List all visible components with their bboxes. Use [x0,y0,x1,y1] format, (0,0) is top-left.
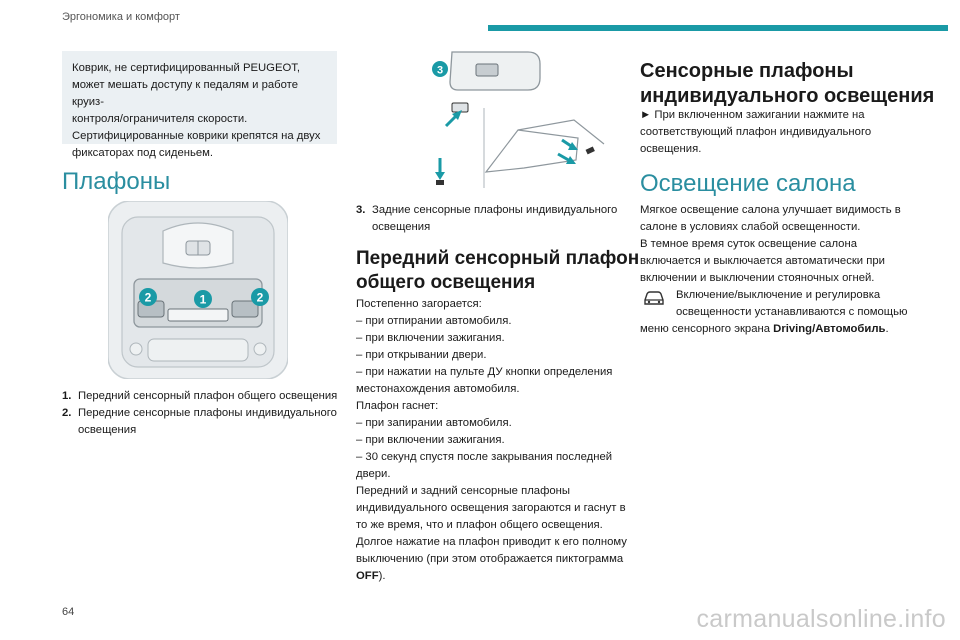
body-line: включается и выключается автоматически п… [640,255,885,267]
body-line: двери. [356,468,391,480]
section-title-line: индивидуального освещения [640,85,935,107]
body-line-last: меню сенсорного экрана Driving/Автомобил… [640,321,915,338]
body-line: то же время, что и плафон общего освещен… [356,519,603,531]
body-line: – при включении зажигания. [356,332,505,344]
section-title-line: общего освещения [356,272,536,293]
callout-number: 3 [437,65,443,77]
callout-number: 2 [257,291,264,305]
section-title-line: Сенсорные плафоны [640,60,854,82]
menu-path: Driving/Автомобиль [773,323,886,335]
front-ceiling-console-illustration: 2 1 2 [107,200,289,380]
note-line: Сертифицированные коврики крепятся на дв… [72,130,321,142]
rear-ceiling-figure: 3 [428,48,606,194]
body-line: освещения. [640,143,702,155]
running-header: Эргономика и комфорт [62,11,180,23]
caption-text: освещения [372,221,431,233]
caption-text: Передние сенсорные плафоны индивидуально… [78,407,337,419]
body-line-tail: . [885,323,889,335]
body-line-prefix: меню сенсорного экрана [640,323,774,335]
caption-number: 2. [62,407,72,419]
front-ceiling-body: Постепенно загорается: – при отпирании а… [356,296,636,585]
car-icon [644,291,664,305]
section-title-salon: Освещение салона [640,170,856,197]
body-line: – при запирании автомобиля. [356,417,512,429]
body-line: Включение/выключение и регулировка [676,289,881,301]
body-line: – при включении зажигания. [356,434,505,446]
rear-ceiling-illustration: 3 [432,51,605,188]
section-title-plafony: Плафоны [62,168,171,195]
body-line: выключению (при этом отображается пиктог… [356,553,624,565]
watermark: carmanualsonline.info [696,605,946,633]
header-accent-bar [488,25,948,31]
caption-text: Задние сенсорные плафоны индивидуального [372,204,618,216]
figure2-captions: 3. Задние сенсорные плафоны индивидуальн… [356,202,636,236]
caption-item: освещения [356,219,636,236]
individual-body: ► При включенном зажигании нажмите на со… [640,107,915,158]
body-line: Передний и задний сенсорные плафоны [356,485,571,497]
body-line: – при нажатии на пульте ДУ кнопки опреде… [356,366,613,378]
callout-badge [194,290,212,308]
note-line: Коврик, не сертифицированный PEUGEOT, [72,62,301,74]
note-line: контроля/ограничителя скорости. [72,113,248,125]
callout-number: 1 [200,293,207,307]
caption-number: 1. [62,390,72,402]
body-line: – 30 секунд спустя после закрывания посл… [356,451,613,463]
callout-badge [432,61,448,77]
front-ceiling-console-figure: 2 1 2 [107,200,289,380]
body-line: Постепенно загорается: [356,298,482,310]
body-line: ► При включенном зажигании нажмите на [640,109,865,121]
caption-item: 3. Задние сенсорные плафоны индивидуальн… [356,202,636,219]
body-line: В темное время суток освещение салона [640,238,857,250]
body-line-last: OFF). [356,568,636,585]
callout-badge [139,288,157,306]
note-line: фиксаторах под сиденьем. [72,147,214,159]
note-line: может мешать доступу к педалям и работе … [72,79,298,108]
body-line: – при открывании двери. [356,349,487,361]
caption-item: 2. Передние сенсорные плафоны индивидуал… [62,405,342,422]
caption-item: 1. Передний сенсорный плафон общего осве… [62,388,342,405]
caption-text: Передний сенсорный плафон общего освещен… [78,390,338,402]
page-number: 64 [62,606,75,618]
body-line: освещенности устанавливаются с помощью [676,306,908,318]
salon-body: Мягкое освещение салона улучшает видимос… [640,202,915,338]
section-title-individual: Сенсорные плафоны индивидуального освеще… [640,59,934,109]
caption-text: освещения [78,424,137,436]
body-line: местонахождения автомобиля. [356,383,520,395]
body-line: салоне в условиях слабой освещенности. [640,221,861,233]
body-line: включении и выключении стояночных огней. [640,272,875,284]
section-title-line: Передний сенсорный плафон [356,248,640,269]
off-label: OFF [356,570,379,582]
note-box: Коврик, не сертифицированный PEUGEOT, мо… [62,51,337,159]
body-line: соответствующий плафон индивидуального [640,126,872,138]
body-line: индивидуального освещения загораются и г… [356,502,626,514]
body-line-tail: ). [378,570,386,582]
body-line: Долгое нажатие на плафон приводит к его … [356,536,627,548]
body-line: – при отпирании автомобиля. [356,315,512,327]
caption-item: освещения [62,422,342,439]
body-line: Плафон гаснет: [356,400,439,412]
callout-badge [251,288,269,306]
body-line: Мягкое освещение салона улучшает видимос… [640,204,901,216]
section-title-front-ceiling: Передний сенсорный плафон общего освещен… [356,247,639,295]
figure1-captions: 1. Передний сенсорный плафон общего осве… [62,388,342,439]
caption-number: 3. [356,204,366,216]
icon-paragraph: Включение/выключение и регулировка освещ… [640,287,915,321]
callout-number: 2 [145,291,152,305]
